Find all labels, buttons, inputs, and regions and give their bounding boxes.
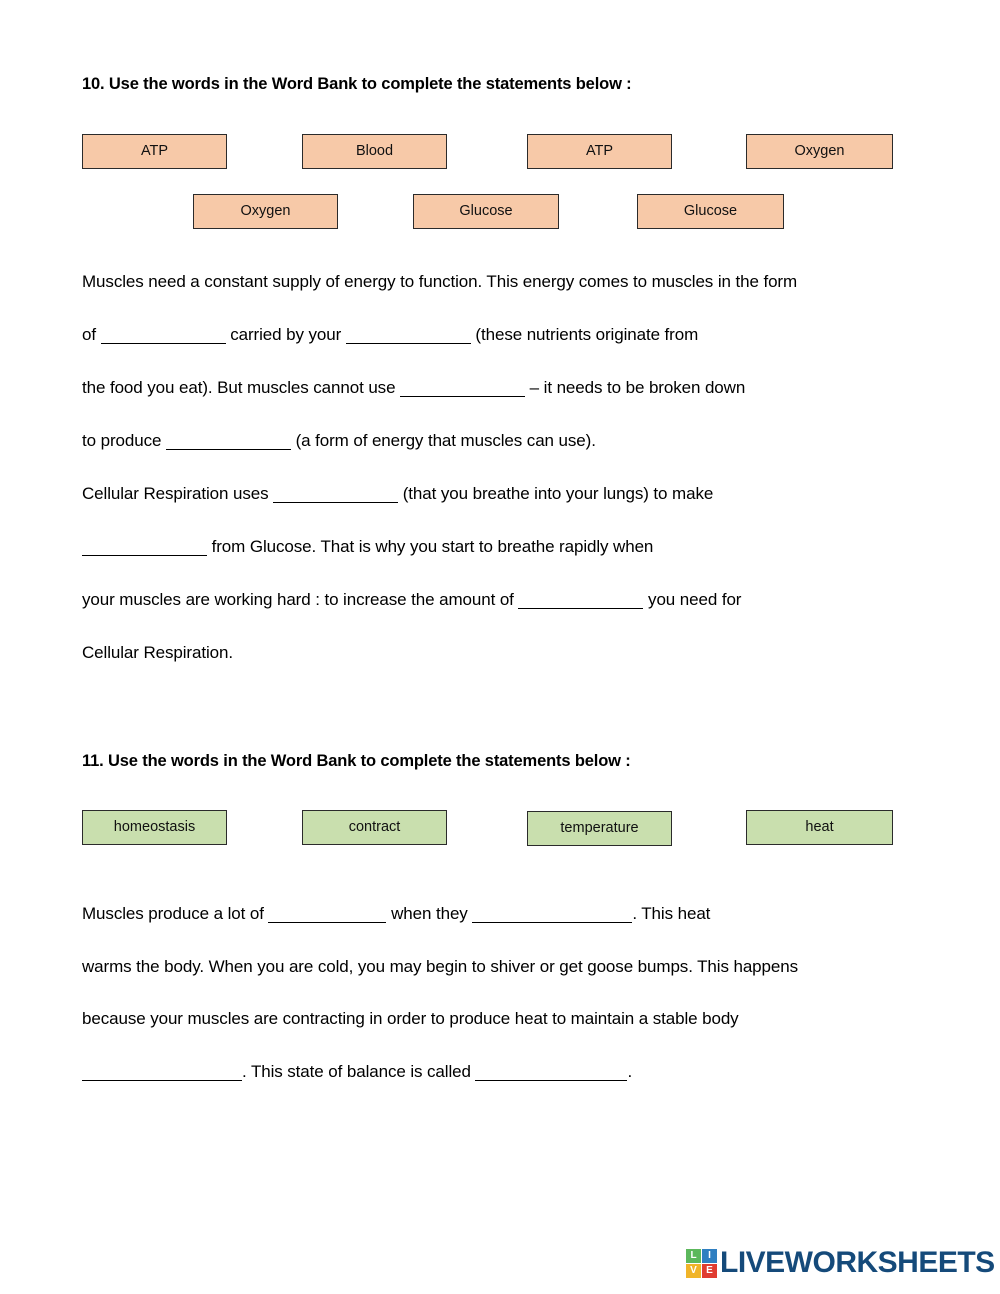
statement-text: of xyxy=(82,325,101,344)
answer-blank[interactable] xyxy=(345,323,471,344)
statement-text: (these nutrients originate from xyxy=(470,325,699,344)
word-bank-item[interactable]: ATP xyxy=(527,134,672,169)
answer-blank[interactable] xyxy=(268,902,387,923)
answer-blank[interactable] xyxy=(273,482,399,503)
statement-text: carried by your xyxy=(225,325,346,344)
statement-text: Muscles produce a lot of xyxy=(82,904,269,923)
answer-blank[interactable] xyxy=(475,1060,628,1081)
statement-text: to produce xyxy=(82,431,166,450)
statement-line: warms the body. When you are cold, you m… xyxy=(82,957,798,977)
word-bank-item[interactable]: ATP xyxy=(82,134,227,169)
statement-line: to produce (a form of energy that muscle… xyxy=(82,431,596,452)
question-10-heading: 10. Use the words in the Word Bank to co… xyxy=(82,75,632,93)
logo-letter-tile: E xyxy=(702,1263,717,1278)
word-bank-item[interactable]: Oxygen xyxy=(193,194,338,229)
statement-line: . This state of balance is called . xyxy=(82,1062,632,1083)
word-bank-item[interactable]: Oxygen xyxy=(746,134,893,169)
word-bank-item[interactable]: temperature xyxy=(527,811,672,846)
statement-text: . This heat xyxy=(632,904,711,923)
answer-blank[interactable] xyxy=(82,535,207,556)
word-bank-item[interactable]: heat xyxy=(746,810,893,845)
statement-text: you need for xyxy=(643,590,742,609)
liveworksheets-wordmark: LIVEWORKSHEETS xyxy=(720,1246,995,1279)
statement-text: the food you eat). But muscles cannot us… xyxy=(82,378,401,397)
statement-text: . xyxy=(627,1062,633,1081)
statement-line: of carried by your (these nutrients orig… xyxy=(82,325,698,346)
statement-text: because your muscles are contracting in … xyxy=(82,1009,739,1028)
statement-line: from Glucose. That is why you start to b… xyxy=(82,537,653,558)
answer-blank[interactable] xyxy=(518,588,644,609)
statement-line: your muscles are working hard : to incre… xyxy=(82,590,741,611)
statement-text: – it needs to be broken down xyxy=(525,378,746,397)
word-bank-item[interactable]: Glucose xyxy=(413,194,559,229)
answer-blank[interactable] xyxy=(100,323,226,344)
answer-blank[interactable] xyxy=(400,376,526,397)
statement-text: warms the body. When you are cold, you m… xyxy=(82,957,798,976)
statement-line: Muscles need a constant supply of energy… xyxy=(82,272,797,292)
statement-line: Muscles produce a lot of when they . Thi… xyxy=(82,904,710,925)
statement-text: . This state of balance is called xyxy=(242,1062,476,1081)
question-11-heading: 11. Use the words in the Word Bank to co… xyxy=(82,752,631,770)
answer-blank[interactable] xyxy=(82,1060,242,1081)
logo-letter-tile: I xyxy=(702,1248,717,1263)
statement-text: (a form of energy that muscles can use). xyxy=(290,431,596,450)
word-bank-item[interactable]: contract xyxy=(302,810,447,845)
statement-text: Cellular Respiration uses xyxy=(82,484,274,503)
statement-text: (that you breathe into your lungs) to ma… xyxy=(398,484,714,503)
statement-line: Cellular Respiration. xyxy=(82,643,233,663)
logo-letter-tile: V xyxy=(686,1263,701,1278)
statement-text: Muscles need a constant supply of energy… xyxy=(82,272,798,291)
answer-blank[interactable] xyxy=(472,902,633,923)
statement-line: the food you eat). But muscles cannot us… xyxy=(82,378,745,399)
word-bank-item[interactable]: Glucose xyxy=(637,194,784,229)
statement-text: from Glucose. That is why you start to b… xyxy=(207,537,654,556)
logo-letter-tile: L xyxy=(686,1248,701,1263)
statement-line: Cellular Respiration uses (that you brea… xyxy=(82,484,713,505)
statement-text: your muscles are working hard : to incre… xyxy=(82,590,519,609)
statement-text: when they xyxy=(386,904,473,923)
statement-line: because your muscles are contracting in … xyxy=(82,1009,739,1029)
statement-text: Cellular Respiration. xyxy=(82,643,233,662)
answer-blank[interactable] xyxy=(165,429,291,450)
word-bank-item[interactable]: homeostasis xyxy=(82,810,227,845)
word-bank-item[interactable]: Blood xyxy=(302,134,447,169)
